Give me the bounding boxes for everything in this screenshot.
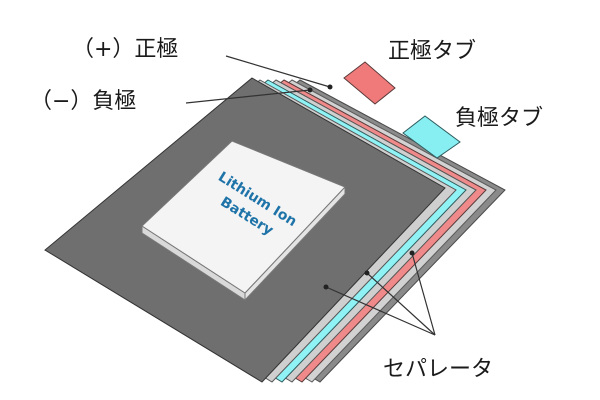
separator-label: セパレータ [383,357,493,382]
separator-dot-1 [323,284,329,290]
negative-electrode-dot [307,87,313,93]
book-face [141,140,346,294]
negative-electrode-label: （−）負極 [30,89,136,114]
positive-electrode-leader [225,55,331,88]
separator-leader-1 [325,286,436,336]
negative-electrode-leader [185,89,311,104]
positive-electrode-dot [327,84,333,90]
positive-tab [343,61,396,105]
separator-leader-3 [411,252,436,336]
negative-tab-label: 負極タブ [455,106,543,131]
separator-dot-2 [364,270,370,276]
positive-tab-label: 正極タブ [388,39,476,64]
positive-electrode-label: （+）正極 [72,37,178,62]
negative-tab [402,115,461,159]
separator-leader-2 [366,272,436,336]
separator-dot-3 [409,250,415,256]
